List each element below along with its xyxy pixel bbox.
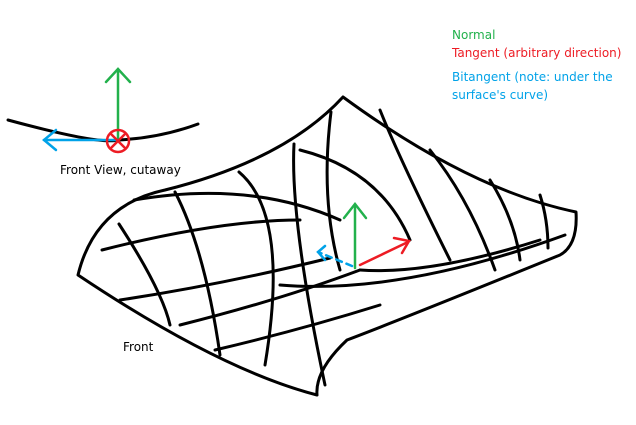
surface-outline (76, 95, 578, 397)
cutaway-normal-arrow (104, 67, 132, 142)
legend-normal-label: Normal (452, 28, 496, 42)
legend-tangent-label: Tangent (arbitrary direction) (452, 46, 622, 60)
surface-grid (76, 95, 578, 397)
surface-tangent-arrow (358, 236, 411, 267)
legend-bitangent-label: Bitangent (note: under the surface's cur… (452, 68, 613, 104)
legend-bitangent-line2: surface's curve) (452, 88, 549, 102)
surface-bitangent-arrow (316, 244, 354, 268)
cutaway-view (6, 67, 200, 154)
cutaway-bitangent-arrow (42, 128, 120, 152)
legend-bitangent-line1: Bitangent (note: under the (452, 70, 613, 84)
front-caption: Front (123, 340, 154, 354)
cutaway-tangent-into-page-icon (105, 128, 131, 154)
surface-normal-arrow (342, 201, 368, 270)
front-view-caption: Front View, cutaway (60, 163, 181, 177)
cutaway-surface-curve (6, 118, 200, 143)
